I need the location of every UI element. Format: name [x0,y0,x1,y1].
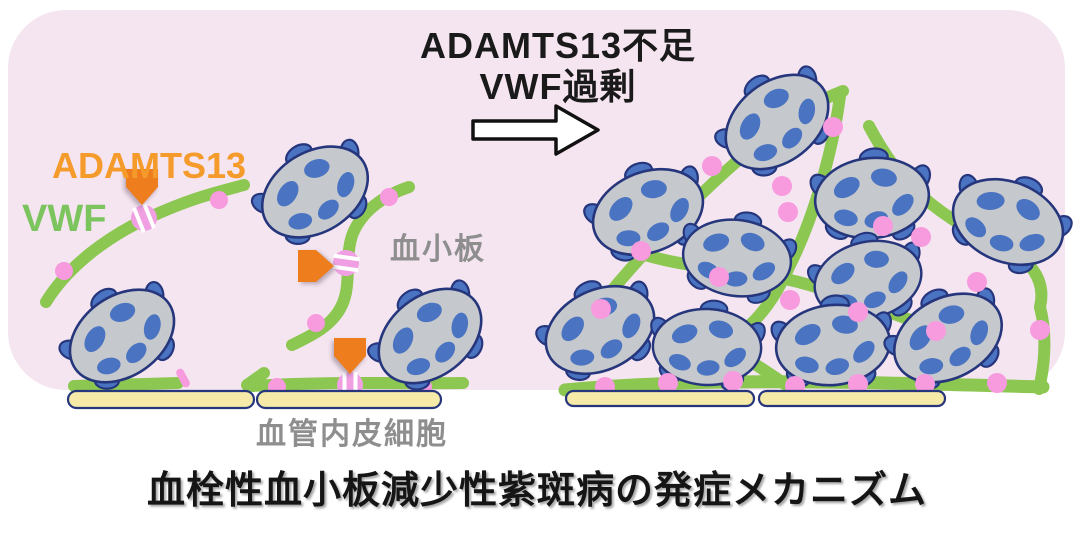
condition-caption-line1: ADAMTS13不足 [420,25,696,66]
vwf-binding-dot [848,374,868,394]
label-adamts13: ADAMTS13 [52,145,246,186]
vwf-binding-dot [55,262,73,280]
vwf-binding-dot [823,117,843,137]
figure-title: 血栓性血小板減少性紫斑病の発症メカニズム [147,469,927,512]
vwf-binding-dot [702,156,722,176]
binding-dots [591,117,1050,397]
right-arrow-icon [471,104,600,156]
label-endothelium: 血管内皮細胞 [256,418,448,451]
vwf-binding-dot [709,267,729,287]
vwf-binding-dot [723,371,743,391]
vwf-binding-dot [658,373,678,393]
vwf-binding-dot [210,191,228,209]
vwf-binding-dot [380,188,398,206]
vwf-strand-surface [68,377,184,392]
vwf-binding-dot [926,321,946,341]
vwf-binding-dot [911,227,931,247]
endothelial-cell [66,389,256,410]
vwf-binding-dot [967,272,987,292]
vwf-binding-dot [591,299,611,319]
endothelial-cell [757,389,947,408]
vwf-binding-dot [848,302,868,322]
condition-caption-line2: VWF過剰 [480,66,637,107]
vwf-cut-end [176,368,190,388]
right-scene-thrombus [519,42,1075,412]
vwf-binding-dot [780,290,800,310]
vwf-strand [744,90,846,331]
vwf-binding-dot [873,216,893,236]
vwf-binding-dot [778,202,798,222]
label-platelet: 血小板 [390,233,486,266]
left-scene-vwf-cleavage [40,169,250,414]
endothelial-cell [564,389,756,408]
vwf-binding-dot [307,314,325,332]
vwf-binding-dot [631,241,651,261]
vwf-binding-dot [987,373,1007,393]
vwf-binding-dot [915,374,935,394]
vwf-strand [1033,301,1051,395]
label-vwf: VWF [22,198,106,240]
vwf-binding-dot [1030,320,1050,340]
endothelial-cell [255,389,443,410]
vwf-binding-dot [772,176,792,196]
endothelial-layer [66,389,947,410]
